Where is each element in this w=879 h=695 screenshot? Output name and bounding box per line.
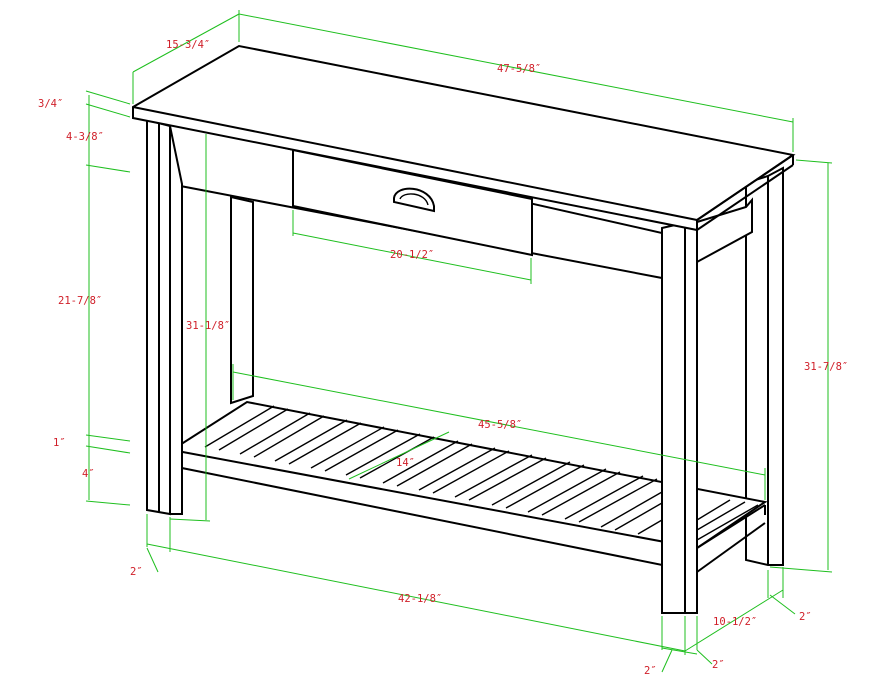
front-left-leg-side: [169, 125, 183, 515]
console-table: [132, 44, 796, 614]
dim-leg-front-right-a: 2″: [644, 665, 657, 677]
dim-leg-depth-span: 10-1/2″: [713, 616, 757, 628]
dim-leg-front-right-b: 2″: [712, 659, 725, 671]
dim-depth-top: 15-3/4″: [166, 39, 210, 51]
drawer-pull-icon: [393, 187, 435, 213]
dim-inner-height: 31-1/8″: [186, 320, 230, 332]
dim-shelf-thickness: 1″: [53, 437, 66, 449]
front-right-leg: [661, 218, 698, 614]
dim-overall-leg-span: 42-1/8″: [398, 593, 442, 605]
dimension-labels: 15-3/4″ 47-5/8″ 3/4″ 4-3/8″ 21-7/8″ 1″ 4…: [38, 39, 848, 677]
dim-leg-back-right: 2″: [799, 611, 812, 623]
dim-overall-height: 31-7/8″: [804, 361, 848, 373]
dim-top-thickness: 3/4″: [38, 98, 63, 110]
shelf-slats: [204, 405, 759, 541]
dimension-lines: [85, 10, 833, 673]
dim-shelf-depth: 14″: [396, 457, 415, 469]
dim-shelf-length: 45-5/8″: [478, 419, 522, 431]
dim-width-top: 47-5/8″: [497, 63, 541, 75]
dim-drawer-width: 20-1/2″: [390, 249, 434, 261]
dim-shelf-height: 4″: [82, 468, 95, 480]
dim-apron-height: 4-3/8″: [66, 131, 104, 143]
dim-leg-front-left: 2″: [130, 566, 143, 578]
dim-clearance: 21-7/8″: [58, 295, 102, 307]
back-left-leg: [230, 195, 254, 405]
